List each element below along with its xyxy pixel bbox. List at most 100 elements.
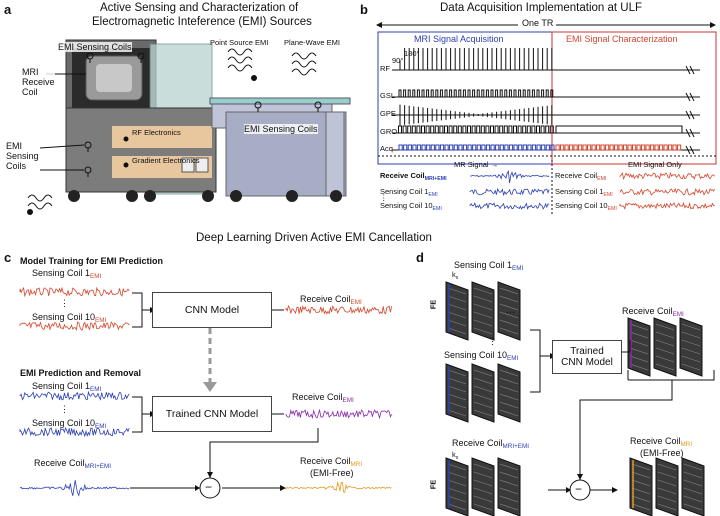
mr-signal-text: MR Signal — [454, 160, 489, 169]
acq-window — [472, 144, 477, 151]
kspace-stripe — [657, 479, 677, 487]
d-kx-label-bottom: kx — [452, 450, 458, 461]
kspace-stripe — [631, 463, 651, 471]
d-ellipsis: ... — [506, 304, 516, 316]
kspace-stripe — [473, 319, 493, 327]
c2-sensing-coil-10-sub: EMI — [95, 423, 107, 430]
acq-window — [449, 144, 454, 151]
row-label-gsl: GSL — [380, 91, 396, 100]
acq-window — [485, 144, 491, 151]
b-sensing-coil-1-label: Sensing Coil 1EMI — [380, 187, 438, 198]
c-receive-coil-mri-emi-text: Receive Coil — [34, 458, 85, 468]
acq-window — [609, 144, 614, 151]
b-sensing-coil-1-sub: EMI — [428, 192, 438, 198]
panel-a-title-line2: Electromagnetic Inteference (EMI) Source… — [92, 16, 312, 28]
c-minus-icon: − — [205, 480, 213, 494]
d-fe-label-bottom: FE — [428, 479, 438, 490]
acq-window — [435, 144, 440, 151]
kspace-stripe — [499, 487, 519, 495]
acq-window — [522, 144, 527, 151]
gro-lobe — [480, 125, 485, 134]
mri-receive-coil-label-line1: MRI — [22, 67, 39, 77]
gro-lobe — [407, 125, 412, 134]
gro-lobe — [467, 125, 471, 134]
c-sensing-coil-10-sub: EMI — [95, 317, 107, 324]
kspace-stripe — [447, 377, 467, 385]
c2-sensing-coil-1-text: Sensing Coil 1 — [32, 381, 91, 391]
kspace-slice — [627, 317, 651, 377]
c2-sensing-coil-10-text: Sensing Coil 10 — [32, 418, 96, 428]
acq-window — [513, 144, 518, 151]
acq-window — [663, 144, 668, 151]
right-arrow-icon: → — [490, 160, 499, 169]
kspace-stripe — [447, 471, 467, 479]
kspace-slice — [471, 363, 495, 423]
acq-window — [569, 144, 574, 151]
b-vdots: ⋮ — [380, 193, 388, 202]
b-receive-coil-label: Receive CoilMRI+EMI — [380, 171, 447, 182]
kspace-stripe — [473, 287, 493, 295]
gsl-pulse — [508, 89, 512, 98]
acq-window — [591, 144, 596, 151]
gro-lobe — [485, 125, 490, 134]
row-label-acq: Acq — [380, 144, 393, 153]
gro-lobe — [490, 125, 494, 134]
kspace-stripe — [447, 319, 467, 327]
kspace-stripe — [629, 323, 649, 331]
acq-window — [518, 144, 523, 151]
gradient-electronics-label: Gradient Electronics — [132, 156, 200, 165]
gsl-pulse — [467, 89, 471, 98]
kspace-stripe — [447, 311, 467, 319]
b-receive-coil-emi-text: Receive Coil — [555, 171, 598, 180]
gsl-pulse — [476, 89, 480, 98]
kspace-stripe — [683, 487, 703, 495]
angle-180-label: 180° — [404, 49, 420, 58]
gsl-pulse — [495, 89, 499, 98]
kspace-stripe — [657, 503, 677, 511]
d-trained-line1: Trained — [570, 345, 604, 357]
kspace-stripe — [473, 479, 493, 487]
kspace-stripe — [447, 385, 467, 393]
gro-lobe — [421, 125, 425, 134]
emi-sensing-coils-left-line2: Sensing — [6, 150, 39, 161]
d-receive-coil-mri-emi-text: Receive Coil — [452, 438, 503, 448]
acq-window — [527, 144, 532, 151]
emi-signal-only-label: EMI Signal Only — [628, 160, 682, 169]
c-sensing-coil-10-text: Sensing Coil 10 — [32, 312, 96, 322]
gsl-pulse — [481, 89, 485, 98]
kspace-slice — [653, 317, 677, 377]
acq-window — [596, 144, 601, 151]
b-sensing-coil-10-sub: EMI — [432, 206, 442, 212]
acq-window — [416, 144, 422, 151]
kspace-stripe — [681, 355, 701, 363]
kspace-stripe — [681, 331, 701, 339]
c-sensing-coil-1-text: Sensing Coil 1 — [32, 268, 91, 278]
kspace-stripe — [473, 303, 493, 311]
kspace-stripe — [657, 463, 677, 471]
d-kx-sub-bottom: x — [455, 455, 459, 461]
gro-lobe — [540, 125, 545, 134]
d-receive-coil-mri-emi-sub: MRI+EMI — [502, 443, 529, 450]
kspace-stripe — [499, 295, 519, 303]
gro-lobe — [526, 125, 531, 134]
cnn-model-box: CNN Model — [152, 292, 272, 328]
kspace-stripe — [683, 463, 703, 471]
gro-lobe — [531, 125, 536, 134]
acq-window — [476, 144, 481, 151]
c-sensing-coil-10-label: Sensing Coil 10EMI — [32, 312, 106, 324]
one-tr-label: One TR — [522, 18, 554, 28]
acq-window — [627, 144, 632, 151]
row-label-gro: GRO — [380, 127, 398, 136]
kspace-stripe — [629, 363, 649, 371]
mri-receive-coil-label-line2: Receive — [22, 76, 55, 87]
kspace-stripe — [629, 331, 649, 339]
acq-window — [495, 144, 500, 151]
d-sensing-coil-1-label: Sensing Coil 1EMI — [454, 260, 523, 272]
acq-window — [541, 144, 546, 151]
kspace-stripe — [655, 363, 675, 371]
c-receive-coil-mri-emi-label: Receive CoilMRI+EMI — [34, 458, 111, 470]
gro-lobe — [513, 125, 517, 134]
acq-window — [659, 144, 664, 151]
kspace-stripe — [499, 393, 519, 401]
